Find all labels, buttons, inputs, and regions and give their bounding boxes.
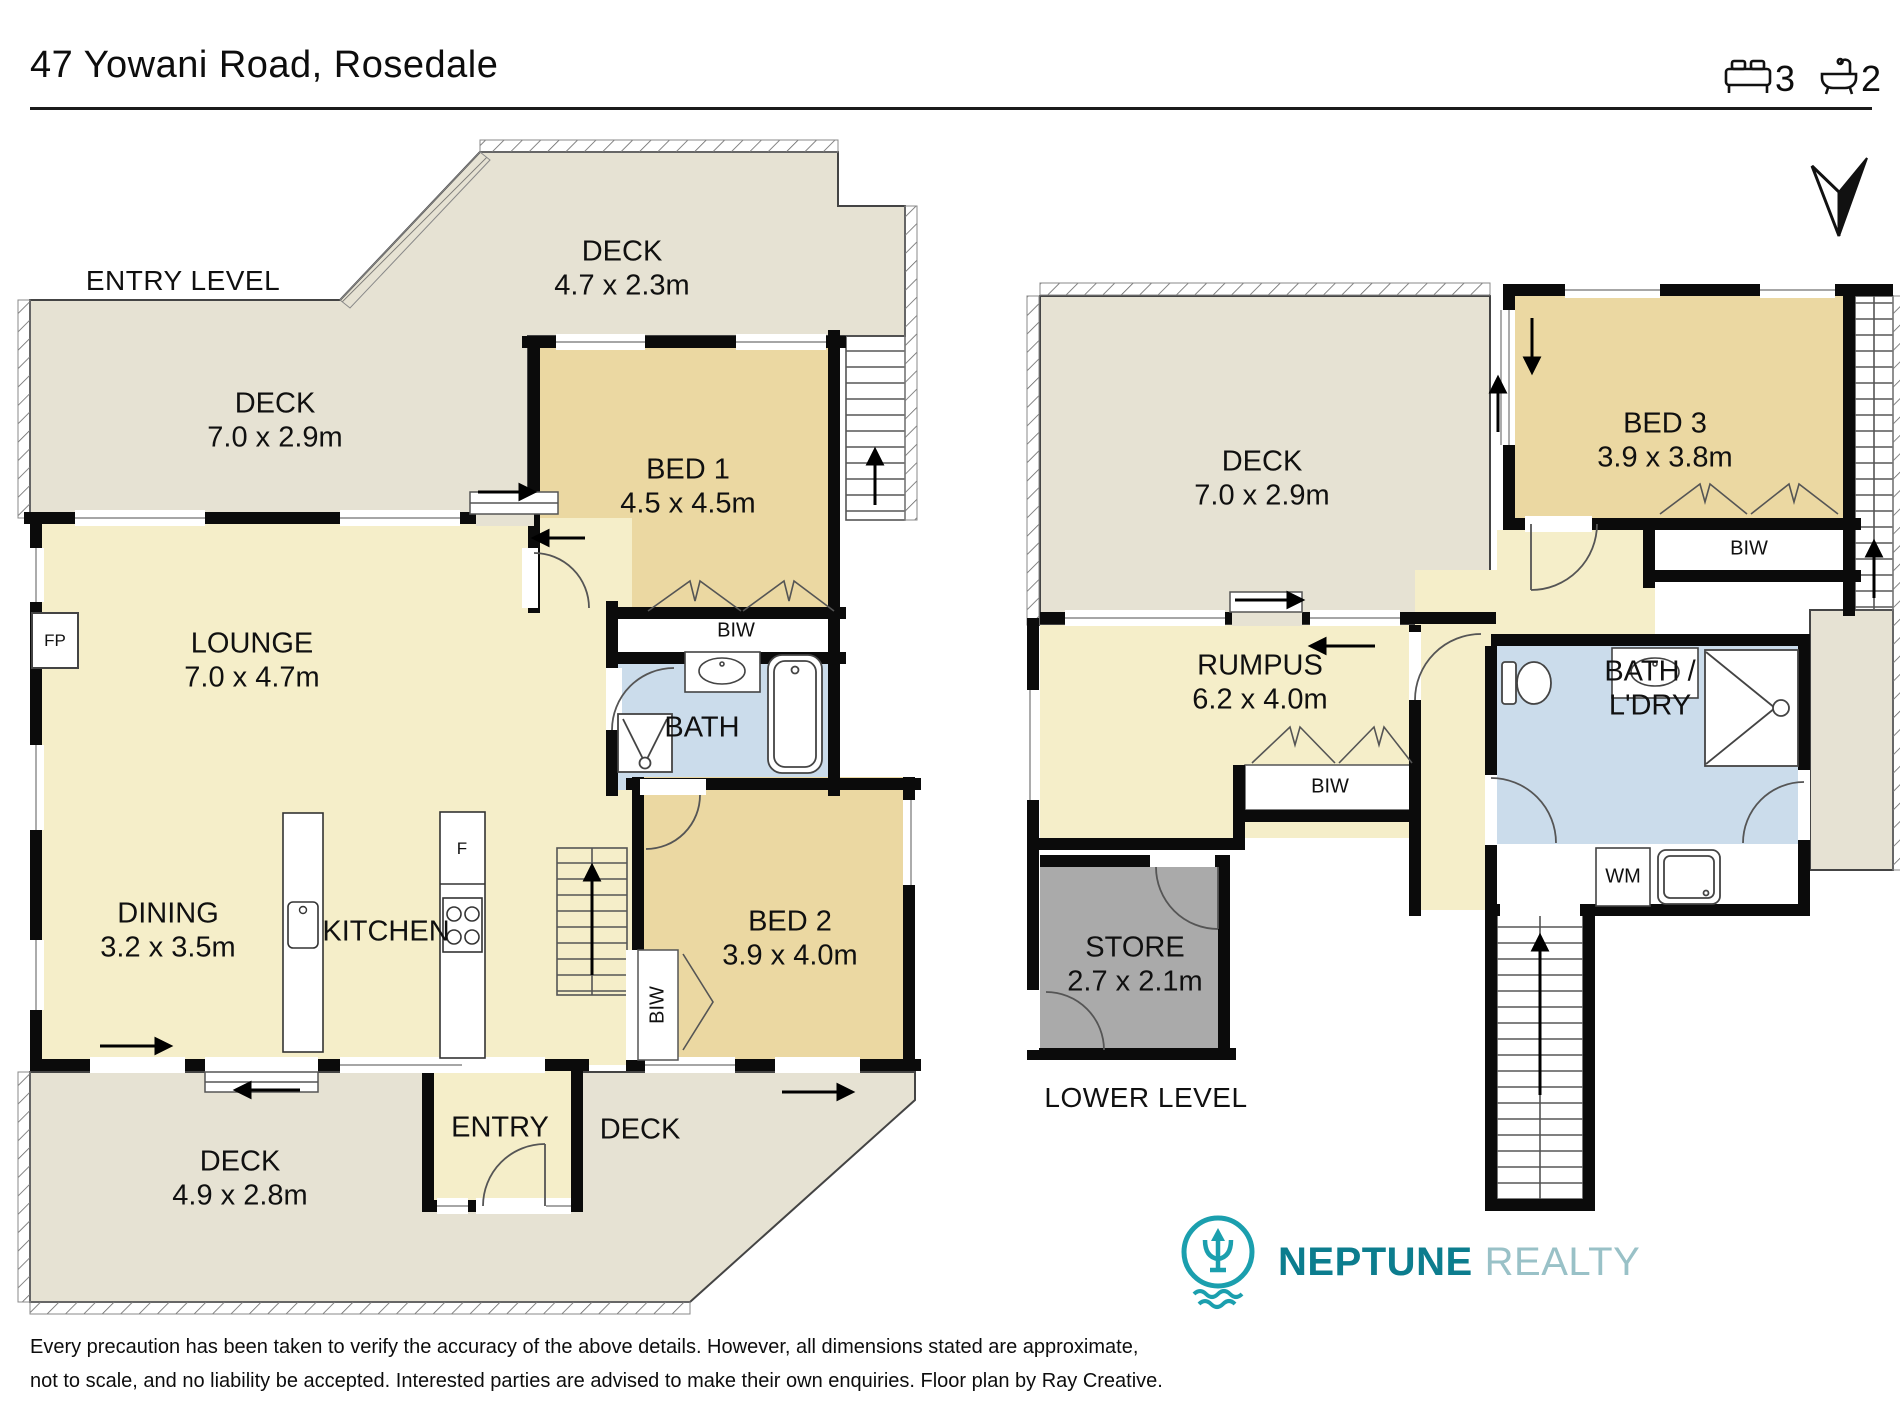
lower-level-plan	[1021, 282, 1900, 1211]
room-dims: 3.9 x 3.8m	[1597, 441, 1733, 474]
bath1-shower	[617, 713, 673, 773]
washing-machine-box	[1595, 847, 1651, 907]
entry-room-floor	[422, 1065, 583, 1212]
fridge-label: F	[456, 839, 468, 859]
bath-count: 2	[1861, 58, 1882, 99]
biw3-box	[1244, 764, 1416, 811]
biw2-box	[637, 949, 679, 1061]
disclaimer-line1: Every precaution has been taken to verif…	[30, 1336, 1139, 1358]
room-dims: 6.2 x 4.0m	[1192, 683, 1328, 716]
room-label: DINING	[117, 897, 219, 930]
wardrobe-label: BIW	[1730, 537, 1768, 560]
entry-door-arrows	[100, 446, 885, 1102]
brand-primary: NEPTUNE	[1278, 1239, 1473, 1284]
room-label: DECK	[581, 235, 663, 268]
room-dims: 7.0 x 2.9m	[207, 421, 343, 454]
store-floor	[1040, 855, 1230, 1060]
trident-icon	[1181, 1215, 1255, 1309]
north-arrow-icon	[1810, 157, 1868, 237]
room-label: BATH /	[1604, 655, 1696, 688]
room-label: KITCHEN	[322, 915, 450, 948]
header-divider	[30, 107, 1872, 110]
kitchen-island	[282, 812, 324, 1053]
bath1-vanity	[684, 651, 761, 693]
entry-door-arcs	[482, 552, 701, 1207]
page-title: 47 Yowani Road, Rosedale	[30, 44, 499, 86]
room-label: STORE	[1085, 931, 1185, 964]
corridor-floor	[1415, 570, 1497, 910]
room-label: DECK	[199, 1145, 281, 1178]
entry-level-title: ENTRY LEVEL	[85, 264, 281, 296]
wardrobe-label: BIW	[1311, 775, 1349, 798]
landing-floor	[1497, 530, 1655, 646]
room-dims: 3.9 x 4.0m	[722, 939, 858, 972]
lower-door-arrows	[1235, 318, 1884, 1095]
washing-machine-label: WM	[1605, 865, 1641, 888]
stove-burners	[446, 906, 480, 945]
living-floor	[30, 518, 632, 1065]
lower-level-title: LOWER LEVEL	[1044, 1081, 1248, 1113]
laundry-tub	[1657, 849, 1721, 905]
room-label: BED 3	[1623, 407, 1707, 440]
lower-deck-step	[1229, 591, 1303, 613]
lower-openings	[1021, 282, 1835, 1050]
deck-edge-hatching	[17, 139, 918, 1315]
fireplace-label: FP	[44, 631, 66, 651]
room-label: LOUNGE	[190, 627, 314, 660]
bath-icon	[1820, 57, 1858, 95]
room-label: RUMPUS	[1197, 649, 1323, 682]
kitchen-sink-faucet	[298, 905, 308, 915]
deck-steps	[204, 491, 559, 1093]
disclaimer-line2: not to scale, and no liability be accept…	[30, 1370, 1163, 1392]
room-label: BED 1	[646, 453, 730, 486]
room-dims: 4.9 x 2.8m	[172, 1179, 308, 1212]
room-dims: 7.0 x 4.7m	[184, 661, 320, 694]
laundry-counter	[1497, 844, 1810, 910]
laundry-shower	[1704, 649, 1799, 767]
room-label: ENTRY	[451, 1111, 549, 1144]
entry-openings	[28, 334, 919, 1214]
room-dims: 7.0 x 2.9m	[1194, 479, 1330, 512]
room-label: DECK	[234, 387, 316, 420]
bed2-floor	[632, 777, 915, 1065]
room-dims: 2.7 x 2.1m	[1067, 965, 1203, 998]
bed-count: 3	[1775, 58, 1796, 99]
bed3-floor	[1515, 296, 1855, 530]
wardrobe-label: BIW	[646, 986, 669, 1024]
room-label: DECK	[1221, 445, 1303, 478]
brand-secondary: REALTY	[1484, 1239, 1641, 1284]
room-label: L'DRY	[1608, 689, 1692, 722]
bath1-tub	[767, 654, 823, 774]
biw4-floor	[1655, 530, 1843, 570]
room-dims: 4.5 x 4.5m	[620, 487, 756, 520]
bifold-doors	[647, 579, 835, 1051]
wardrobe-label: BIW	[717, 619, 755, 642]
lower-edge-hatching	[1026, 282, 1900, 871]
room-label: DECK	[599, 1113, 681, 1146]
room-dims: 3.2 x 3.5m	[100, 931, 236, 964]
room-label: BATH	[664, 711, 740, 744]
fireplace-box	[31, 612, 79, 669]
laundry-vanity	[1611, 647, 1699, 699]
lower-door-arcs	[1045, 523, 1805, 1051]
room-label: BED 2	[748, 905, 832, 938]
toilet	[1501, 661, 1552, 705]
room-dims: 4.7 x 2.3m	[554, 269, 690, 302]
entry-level-plan	[17, 139, 921, 1315]
landing-deck-right	[1809, 609, 1894, 871]
disclaimer: Every precaution has been taken to verif…	[30, 1330, 1163, 1398]
bed-icon	[1724, 59, 1772, 93]
lower-bifold-doors	[1251, 482, 1839, 764]
